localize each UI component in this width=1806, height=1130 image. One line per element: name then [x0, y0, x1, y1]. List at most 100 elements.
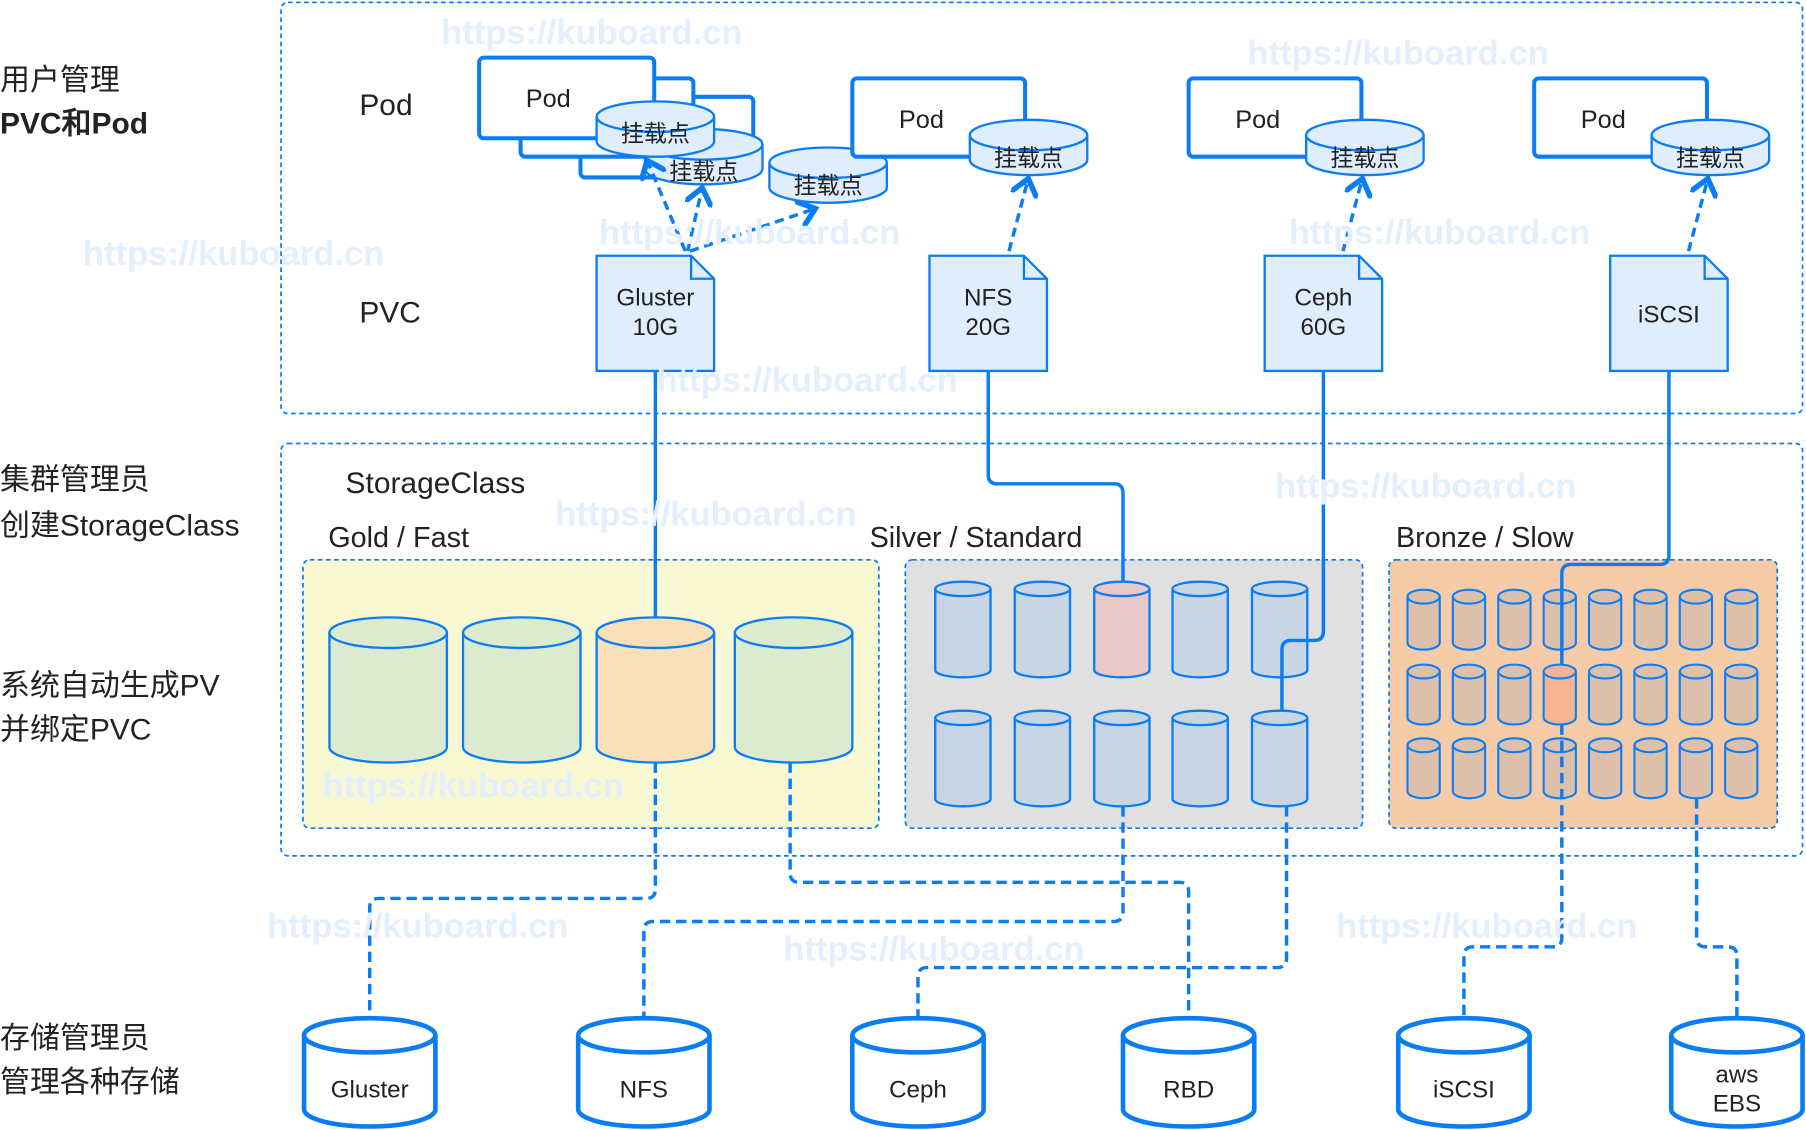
pv-backend-line: [367, 762, 658, 1019]
pod-label: Pod: [1235, 106, 1280, 134]
watermark: https://kuboard.cn: [657, 362, 958, 400]
pv-bronze-cylinder: [1406, 663, 1441, 726]
pv-bronze-cylinder: [1542, 737, 1577, 800]
pvc-pv-binding-line: [1280, 370, 1326, 711]
backend-label: EBS: [1713, 1091, 1761, 1118]
storageclass-label: StorageClass: [346, 467, 526, 500]
pv-bronze-cylinder: [1678, 588, 1714, 651]
pvc-document-fold: [1357, 255, 1383, 280]
watermark: https://kuboard.cn: [555, 495, 856, 533]
watermark: https://kuboard.cn: [599, 214, 900, 252]
pv-bronze-cylinder: [1678, 663, 1714, 726]
user-role-label: PVC和Pod: [0, 108, 148, 141]
watermark: https://kuboard.cn: [267, 908, 568, 946]
pv-gold-cylinder: [328, 616, 449, 764]
pv-gold-cylinder: [461, 616, 582, 764]
pv-silver-cylinder: [934, 580, 992, 679]
pv-backend-line: [642, 806, 1125, 1019]
backend-label: RBD: [1163, 1077, 1214, 1104]
pv-backend-line: [1694, 798, 1739, 1019]
pvc-row-label: PVC: [359, 297, 421, 330]
pv-gold-cylinder: [595, 616, 716, 764]
pv-bronze-cylinder: [1678, 737, 1714, 800]
auto-pv-label: 系统自动生成PV: [0, 670, 220, 703]
storage-class-area: [1388, 558, 1779, 830]
storage-class-label: Gold / Fast: [328, 522, 469, 554]
cluster-zone: [280, 442, 1804, 857]
storage-backend-cylinder: [850, 1015, 986, 1129]
mount-arrow: [648, 164, 687, 252]
pv-silver-cylinder: [1250, 709, 1309, 808]
mount-point-label: 挂载点: [794, 173, 863, 199]
mount-point-label: 挂载点: [1330, 145, 1399, 171]
mount-point-label: 挂载点: [669, 159, 738, 185]
pvc-size-label: 60G: [1301, 314, 1347, 341]
pv-bronze-cylinder: [1406, 737, 1441, 800]
pv-bronze-cylinder: [1587, 588, 1623, 651]
pv-backend-line: [916, 806, 1289, 1019]
storage-backend-cylinder: [1120, 1015, 1257, 1129]
pv-bronze-cylinder: [1451, 588, 1487, 651]
pvc-document-fold: [1022, 255, 1047, 280]
storage-backend-cylinder: [575, 1015, 712, 1129]
pod-label: Pod: [1581, 106, 1626, 134]
storage-admin-label: 管理各种存储: [0, 1066, 180, 1099]
pv-bronze-cylinder: [1724, 663, 1759, 726]
watermark: https://kuboard.cn: [1289, 214, 1590, 252]
watermark: https://kuboard.cn: [83, 235, 384, 273]
mount-point-cylinder: [968, 118, 1089, 177]
pv-bronze-cylinder: [1451, 737, 1487, 800]
pvc-document: [928, 254, 1049, 373]
pv-bronze-cylinder: [1724, 588, 1759, 651]
pod-label: Pod: [899, 106, 944, 134]
pv-silver-cylinder: [1171, 709, 1229, 808]
watermark: https://kuboard.cn: [1275, 468, 1576, 506]
pvc-document: [1609, 254, 1729, 373]
watermark: https://kuboard.cn: [783, 931, 1084, 969]
watermark: https://kuboard.cn: [441, 14, 742, 52]
backend-label: aws: [1715, 1062, 1758, 1089]
pvc-pv-binding-line: [1560, 370, 1671, 665]
pv-bronze-cylinder: [1587, 737, 1623, 800]
mount-point-cylinder: [1304, 118, 1425, 177]
pv-bronze-cylinder: [1497, 588, 1532, 651]
pod-label: Pod: [526, 85, 571, 113]
pv-silver-cylinder: [1013, 709, 1072, 808]
pv-silver-cylinder: [1013, 580, 1072, 679]
pv-backend-line: [1462, 724, 1564, 1019]
pv-silver-cylinder: [1093, 709, 1151, 808]
pvc-document-fold: [689, 255, 715, 280]
auto-pv-label: 并绑定PVC: [0, 713, 151, 746]
pvc-document: [595, 254, 716, 373]
pv-gold-cylinder: [733, 616, 854, 764]
pv-bronze-cylinder: [1724, 737, 1759, 800]
pvc-size-label: 20G: [965, 314, 1011, 341]
storage-backend-cylinder: [301, 1015, 438, 1129]
storage-backend-cylinder: [1668, 1015, 1805, 1129]
pv-bronze-cylinder: [1406, 588, 1441, 651]
admin-role-label: 集群管理员: [0, 464, 150, 497]
mount-point-cylinder: [595, 100, 716, 158]
pv-bronze-cylinder: [1633, 588, 1668, 651]
mount-arrow: [689, 210, 812, 253]
storage-class-label: Silver / Standard: [870, 522, 1083, 554]
watermark: https://kuboard.cn: [323, 767, 624, 805]
backend-label: iSCSI: [1433, 1077, 1495, 1104]
storage-class-label: Bronze / Slow: [1396, 522, 1574, 554]
user-zone: [280, 1, 1804, 415]
pvc-document: [1263, 254, 1384, 373]
watermark: https://kuboard.cn: [1247, 35, 1548, 73]
pv-bronze-cylinder: [1542, 663, 1577, 726]
pv-backend-line: [788, 762, 1191, 1019]
backend-label: Ceph: [889, 1077, 947, 1104]
storage-admin-label: 存储管理员: [0, 1022, 150, 1055]
pvc-document-fold: [1703, 255, 1728, 280]
pv-silver-cylinder: [934, 709, 992, 808]
storage-class-area: [302, 558, 880, 830]
pv-bronze-cylinder: [1542, 588, 1577, 651]
admin-role-label: 创建StorageClass: [0, 510, 240, 543]
pvc-label: NFS: [964, 284, 1012, 311]
mount-arrow: [1007, 182, 1027, 252]
mount-arrow: [1341, 182, 1361, 252]
